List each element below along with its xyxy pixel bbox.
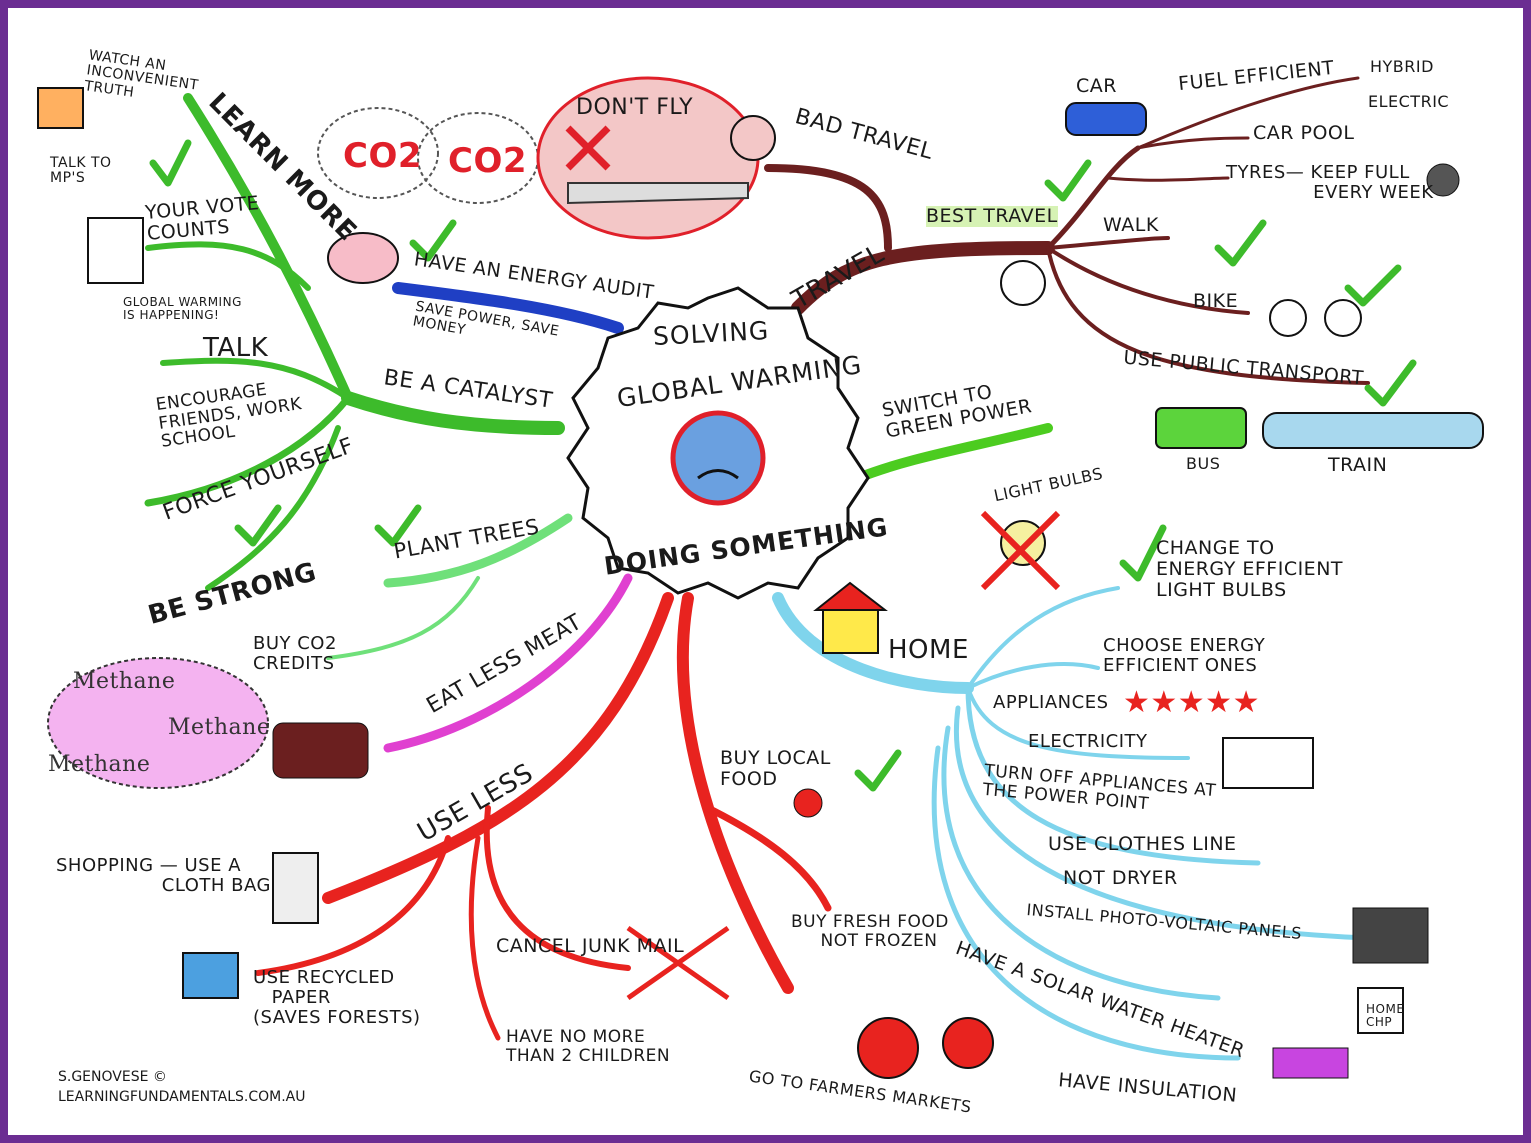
shopping-label: SHOPPING — USE A CLOTH BAG (56, 855, 271, 896)
train-icon (1262, 412, 1484, 449)
smiley-icon (1000, 260, 1046, 306)
author-credit: S.GENOVESE © (58, 1069, 167, 1085)
hybrid-label: HYBRID (1370, 57, 1434, 76)
bus-icon (1155, 407, 1247, 449)
walk-label: WALK (1103, 214, 1159, 236)
buy-local-label: BUY LOCAL FOOD (720, 747, 831, 790)
bike-icon (1269, 299, 1307, 337)
electricity-label: ELECTRICITY (1028, 731, 1148, 752)
x-mark-icon (565, 125, 611, 171)
talk-label: TALK (203, 333, 269, 363)
paper-ream-icon (182, 952, 239, 999)
home-chp-label: HOME CHP (1366, 1002, 1405, 1030)
speech-bubble: GLOBAL WARMING IS HAPPENING! (123, 295, 242, 323)
house-icon (822, 607, 879, 654)
electric-label: ELECTRIC (1368, 92, 1450, 111)
sad-earth-icon (670, 410, 766, 506)
home-branch (772, 586, 1371, 1061)
tyre-icon (1426, 163, 1460, 197)
choose-efficient-label: CHOOSE ENERGY EFFICIENT ONES (1103, 635, 1266, 676)
travel-branch (764, 76, 1370, 385)
cow-icon (272, 722, 369, 779)
dont-fly-label: DON'T FLY (576, 95, 694, 120)
car-label: CAR (1076, 75, 1117, 97)
methane-label: Methane (73, 669, 176, 694)
use-less-branch (255, 592, 832, 1041)
co2-cloud-label: CO2 (448, 141, 528, 181)
site-credit: LEARNINGFUNDAMENTALS.COM.AU (58, 1089, 306, 1105)
train-label: TRAIN (1328, 454, 1388, 476)
ballot-box-icon (87, 217, 144, 284)
clothes-line-label: USE CLOTHES LINE (1048, 833, 1237, 855)
junk-mail-crossed-icon (626, 925, 730, 1001)
trees-branch (326, 513, 573, 660)
audit-branch (392, 282, 624, 334)
co2-cloud-label: CO2 (343, 136, 423, 176)
change-bulbs-label: CHANGE TO ENERGY EFFICIENT LIGHT BULBS (1156, 537, 1344, 601)
bike-label: BIKE (1193, 290, 1239, 312)
cloth-bag-icon (272, 852, 319, 924)
children-label: HAVE NO MORE THAN 2 CHILDREN (506, 1027, 671, 1066)
learn-branch (144, 93, 565, 591)
piggy-bank-icon (327, 232, 399, 284)
car-icon (1065, 102, 1147, 136)
buy-credits-label: BUY CO2 CREDITS (253, 633, 337, 674)
home-label: HOME (888, 635, 969, 665)
junk-mail-label: CANCEL JUNK MAIL (496, 935, 685, 957)
methane-label: Methane (48, 752, 151, 777)
fresh-food-label: BUY FRESH FOOD NOT FROZEN (791, 912, 949, 951)
best-travel-label: BEST TRAVEL (926, 205, 1058, 227)
plane-icon (567, 182, 749, 205)
sad-face-icon (730, 115, 776, 161)
power-switch-icon (1222, 737, 1314, 789)
bus-label: BUS (1186, 454, 1221, 473)
green-power-branch (853, 423, 1053, 483)
methane-label: Methane (168, 715, 271, 740)
tv-icon (37, 87, 84, 129)
meat-branch (383, 573, 633, 753)
tomato-basket-icon (857, 1017, 919, 1079)
cloud-icon (317, 107, 439, 199)
check-icons (149, 139, 1417, 792)
recycled-paper-label: USE RECYCLED PAPER (SAVES FORESTS) (253, 967, 421, 1028)
insulation-icon (1272, 1047, 1349, 1079)
branches (37, 76, 1484, 1079)
light-bulb-icon (1000, 520, 1046, 566)
methane-cloud (47, 657, 269, 789)
energy-stars-rating: ★★★★★ (1123, 685, 1260, 720)
talk-mps-label: TALK TO MP'S (50, 155, 112, 187)
car-pool-label: CAR POOL (1253, 122, 1355, 144)
center-title-line1: SOLVING (652, 315, 770, 352)
not-dryer-label: NOT DRYER (1063, 867, 1178, 889)
solar-panel-icon (1352, 907, 1429, 964)
tyres-label: TYRES— KEEP FULL EVERY WEEK (1226, 162, 1434, 203)
appliances-label: APPLIANCES (993, 692, 1109, 713)
apple-icon (793, 788, 823, 818)
